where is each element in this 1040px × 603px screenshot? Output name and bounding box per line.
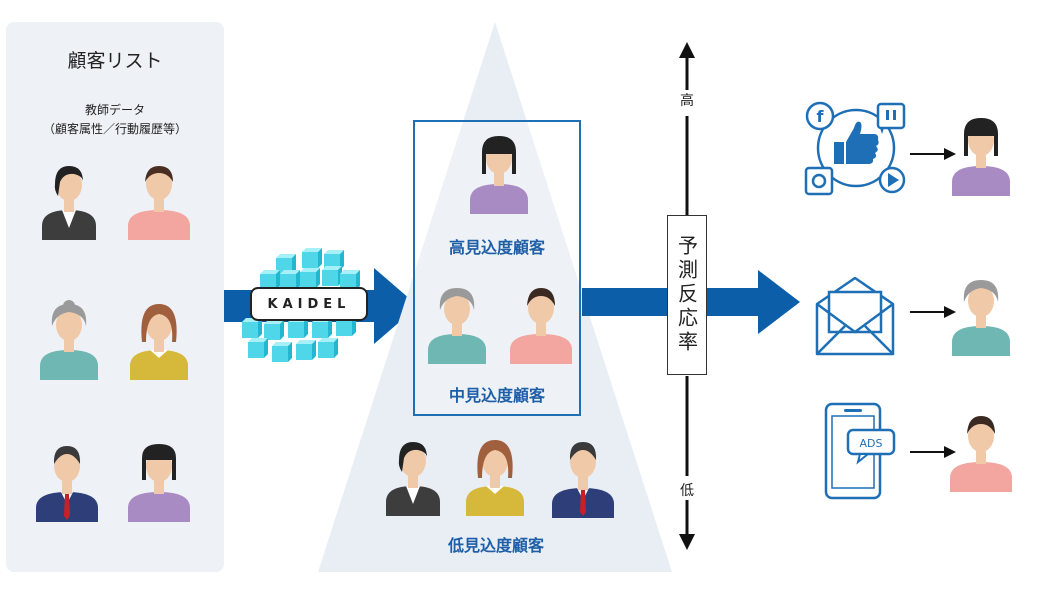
person-avatar bbox=[130, 304, 188, 380]
person-avatar bbox=[510, 288, 572, 364]
person-avatar bbox=[428, 288, 486, 364]
customer-list-panel bbox=[6, 22, 224, 572]
low-segment-label: 低見込度顧客 bbox=[447, 536, 544, 555]
person-avatar bbox=[950, 416, 1012, 492]
smartphone-ads-icon: ADS bbox=[824, 402, 896, 500]
training-data-label: 教師データ bbox=[84, 103, 145, 117]
pointer-arrow bbox=[910, 148, 956, 160]
person-avatar bbox=[128, 166, 190, 240]
predicted-response-rate-box: 予測反応率 bbox=[667, 215, 707, 375]
kaidel-label: KAIDEL bbox=[250, 287, 368, 321]
social-media-icon: f bbox=[804, 101, 906, 196]
person-avatar bbox=[470, 136, 528, 214]
pointer-arrow bbox=[910, 306, 956, 318]
high-segment-label: 高見込度顧客 bbox=[448, 238, 545, 257]
person-avatar bbox=[386, 442, 440, 516]
segment-pyramid bbox=[318, 22, 672, 572]
pointer-arrow bbox=[910, 446, 956, 458]
person-avatar bbox=[40, 300, 98, 380]
mid-segment-label: 中見込度顧客 bbox=[448, 386, 545, 405]
person-avatar bbox=[466, 440, 524, 516]
svg-text:f: f bbox=[817, 107, 825, 126]
person-avatar bbox=[552, 442, 614, 518]
person-avatar bbox=[36, 446, 98, 522]
person-avatar bbox=[42, 166, 96, 240]
axis-high-label: 高 bbox=[672, 90, 702, 110]
predicted-response-rate-label: 予測反応率 bbox=[674, 235, 699, 355]
training-data-detail: （顧客属性／行動履歴等） bbox=[42, 122, 187, 136]
ads-label: ADS bbox=[860, 437, 883, 450]
person-avatar bbox=[952, 280, 1010, 356]
person-avatar bbox=[952, 118, 1010, 196]
customer-list-title: 顧客リスト bbox=[67, 50, 163, 72]
envelope-icon bbox=[815, 276, 895, 356]
person-avatar bbox=[128, 444, 190, 522]
response-rate-axis bbox=[679, 42, 695, 550]
axis-low-label: 低 bbox=[672, 480, 702, 500]
